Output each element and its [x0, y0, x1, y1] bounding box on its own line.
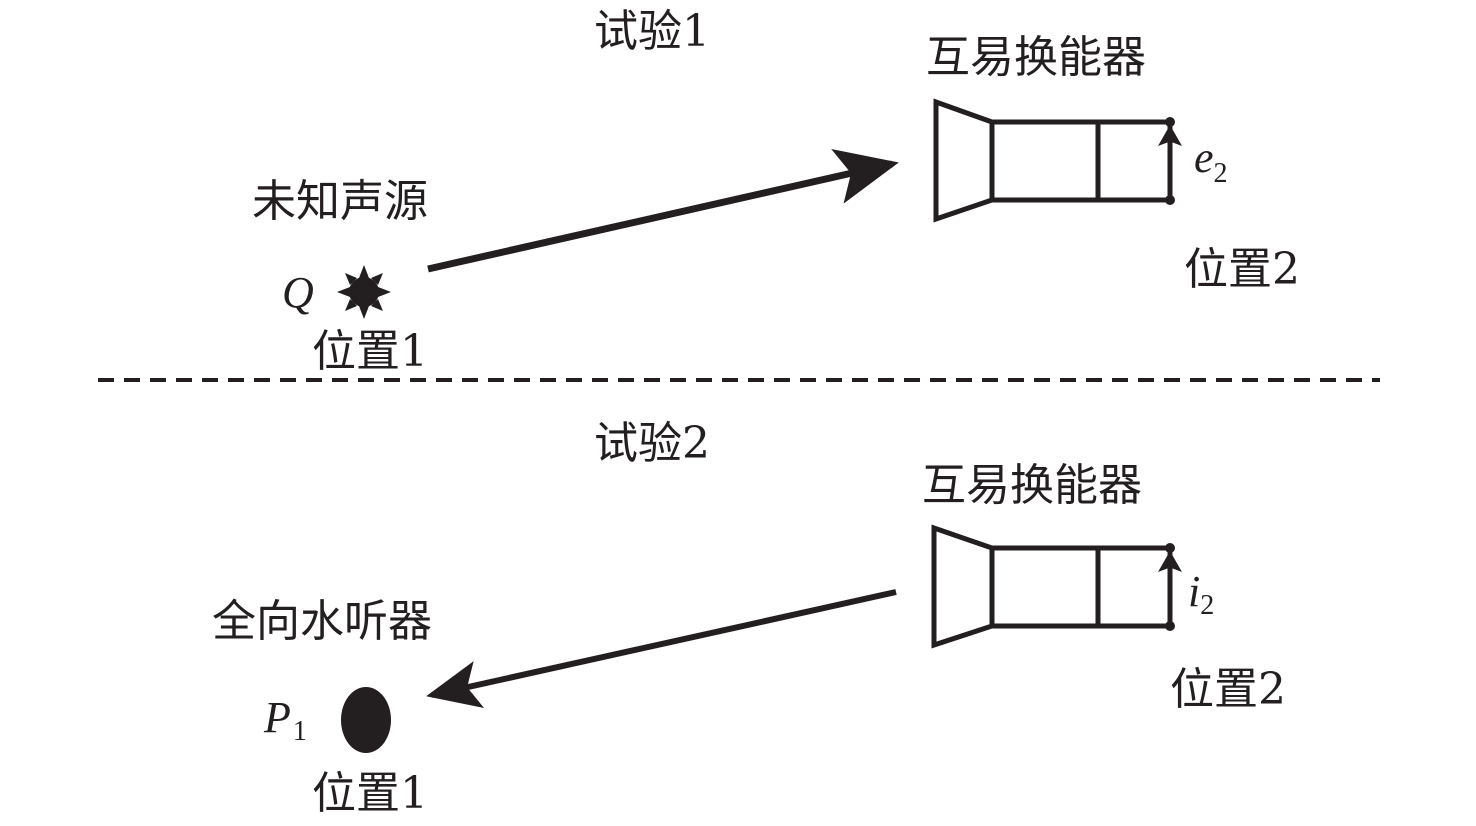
experiment-1-transducer-label: 互易换能器: [926, 32, 1146, 83]
hydrophone-icon: [341, 687, 391, 753]
unknown-source-label: 未知声源: [252, 176, 428, 227]
transducer-2-icon: [931, 524, 1173, 649]
voltage-symbol: e2: [1194, 133, 1228, 189]
terminal-dot-bottom-1: [1165, 195, 1175, 205]
terminal-dot-top-1: [1165, 117, 1175, 127]
experiment-2-position2-label: 位置2: [1170, 664, 1286, 715]
experiment-2-position1-label: 位置1: [312, 768, 428, 819]
propagation-arrow-1: [427, 149, 899, 273]
experiment-1-position2-label: 位置2: [1184, 244, 1300, 295]
experiment-2: 试验2 互易换能器 i2 位置2 全向水听器 P1 位置1: [212, 418, 1286, 819]
experiment-1: 试验1 未知声源 Q 位置1 互易换能器 e2 位置2: [252, 6, 1300, 377]
hydrophone-label: 全向水听器: [212, 596, 432, 647]
hydrophone-symbol: P1: [263, 693, 307, 747]
source-symbol-q: Q: [282, 268, 314, 317]
terminal-dot-top-2: [1165, 543, 1175, 553]
propagation-arrow-2: [426, 589, 897, 709]
experiment-1-title: 试验1: [594, 6, 710, 57]
experiment-2-title: 试验2: [594, 418, 710, 469]
transducer-1-icon: [933, 98, 1173, 223]
current-symbol: i2: [1188, 567, 1214, 621]
terminal-dot-bottom-2: [1165, 621, 1175, 631]
experiment-2-transducer-label: 互易换能器: [922, 460, 1142, 511]
sound-source-icon: [337, 265, 391, 319]
experiment-1-position1-label: 位置1: [312, 326, 428, 377]
